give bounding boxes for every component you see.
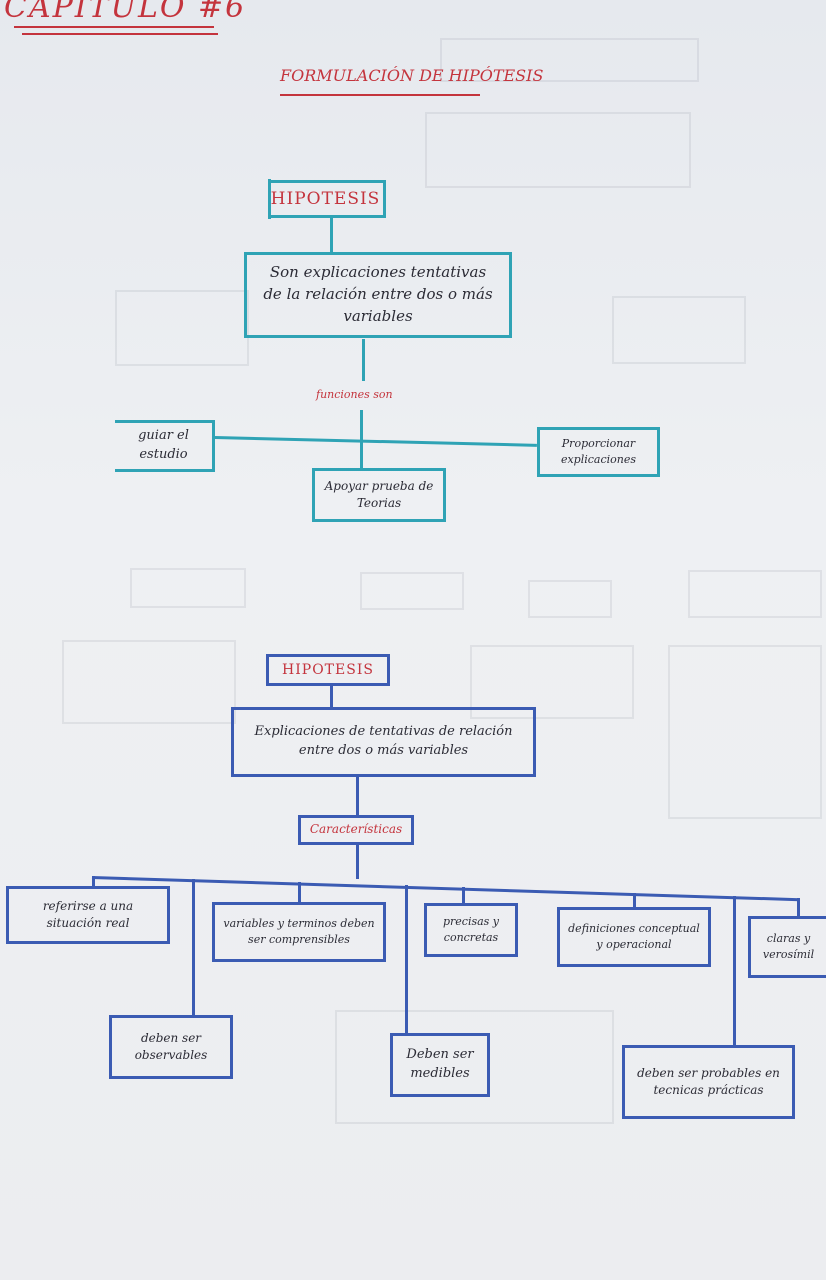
connector-line (356, 777, 359, 817)
connector-line (298, 882, 301, 904)
bleed-through-shape (115, 290, 249, 366)
bleed-through-shape (360, 572, 464, 610)
connector-line (356, 845, 359, 879)
bleed-through-shape (425, 112, 691, 188)
connector-line (330, 686, 333, 708)
function-box: guiar el estudio (115, 420, 215, 472)
chapter-underline (22, 33, 218, 35)
characteristic-box: deben ser observables (109, 1015, 233, 1079)
characteristics-connector-box: Características (298, 815, 414, 845)
bleed-through-shape (470, 645, 634, 719)
bleed-through-shape (62, 640, 236, 724)
definition-box: Son explicaciones tentativas de la relac… (244, 252, 512, 338)
bleed-through-shape (528, 580, 612, 618)
connector-line (797, 898, 800, 918)
characteristic-box: deben ser probables en tecnicas práctica… (622, 1045, 795, 1119)
bleed-through-shape (440, 38, 699, 82)
hypothesis-root-box: HIPOTESIS (266, 654, 390, 686)
characteristic-box: Deben ser medibles (390, 1033, 490, 1097)
hypothesis-root-box: HIPOTESIS (268, 180, 386, 218)
definition-box: Explicaciones de tentativas de relación … (231, 707, 536, 777)
characteristic-box: definiciones conceptual y operacional (557, 907, 711, 967)
connector-line (362, 339, 365, 381)
chapter-heading: CAPITULO #6 (4, 0, 247, 25)
connector-line (462, 887, 465, 905)
connector-line (733, 896, 736, 1046)
characteristic-box: claras y verosímil (748, 916, 826, 978)
connector-line (92, 876, 95, 888)
chapter-underline (14, 26, 214, 28)
connector-line (405, 885, 408, 1035)
connector-line (633, 893, 636, 909)
function-box: Apoyar prueba de Teorias (312, 468, 446, 522)
bleed-through-shape (130, 568, 246, 608)
connector-line (192, 879, 195, 1017)
connector-line (330, 218, 333, 253)
bleed-through-shape (668, 645, 822, 819)
bleed-through-shape (612, 296, 746, 364)
function-box: Proporcionar explicaciones (537, 427, 660, 477)
connector-line (268, 179, 271, 219)
characteristic-box: precisas y concretas (424, 903, 518, 957)
bleed-through-shape (335, 1010, 614, 1124)
bleed-through-shape (688, 570, 822, 618)
functions-connector-label: funciones son (316, 388, 393, 401)
characteristic-box: variables y terminos deben ser comprensi… (212, 902, 386, 962)
page-title: FORMULACIÓN DE HIPÓTESIS (280, 66, 544, 85)
characteristic-box: referirse a una situación real (6, 886, 170, 944)
title-underline (280, 94, 480, 96)
